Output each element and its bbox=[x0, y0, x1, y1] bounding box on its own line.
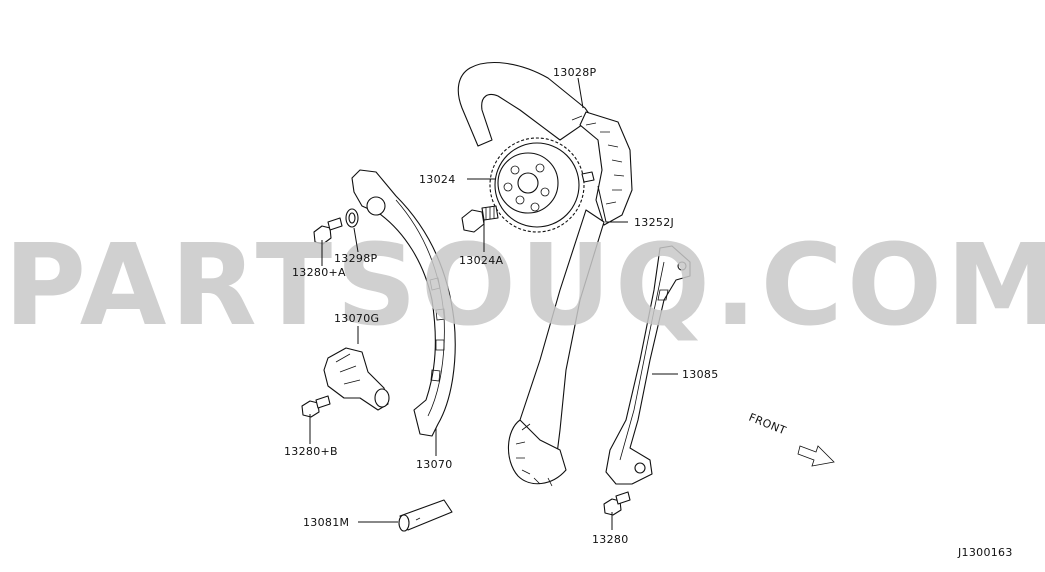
part-labels: 13028P 13024 13252J 13024A 13298P 13280+… bbox=[284, 66, 719, 546]
dowel-pin[interactable] bbox=[581, 171, 595, 183]
label-13028P[interactable]: 13028P bbox=[553, 66, 596, 79]
label-13070G[interactable]: 13070G bbox=[334, 312, 379, 325]
label-13280A[interactable]: 13280+A bbox=[292, 266, 346, 279]
label-13081M[interactable]: 13081M bbox=[303, 516, 349, 529]
bolt-13280-b[interactable] bbox=[301, 395, 331, 418]
front-label: FRONT bbox=[747, 411, 788, 438]
front-arrow-icon bbox=[797, 445, 835, 467]
label-13070[interactable]: 13070 bbox=[416, 458, 453, 471]
timing-chain[interactable] bbox=[457, 62, 633, 487]
sprocket-bolt[interactable] bbox=[461, 205, 499, 233]
bolt-13280[interactable] bbox=[603, 491, 631, 516]
front-indicator: FRONT bbox=[747, 411, 835, 467]
cam-sprocket[interactable] bbox=[489, 137, 585, 233]
washer[interactable] bbox=[345, 208, 359, 228]
tensioner-plug[interactable] bbox=[398, 499, 453, 532]
label-13085[interactable]: 13085 bbox=[682, 368, 719, 381]
chain-tensioner[interactable] bbox=[323, 347, 390, 411]
slack-guide[interactable] bbox=[605, 245, 691, 485]
watermark: PARTSOUQ.COM bbox=[4, 221, 1045, 351]
label-13024[interactable]: 13024 bbox=[419, 173, 456, 186]
leader-lines bbox=[309, 77, 678, 530]
label-13024A[interactable]: 13024A bbox=[459, 254, 503, 267]
diagram-code: J1300163 bbox=[957, 546, 1013, 559]
label-13280B[interactable]: 13280+B bbox=[284, 445, 338, 458]
label-13298P[interactable]: 13298P bbox=[334, 252, 377, 265]
label-13280[interactable]: 13280 bbox=[592, 533, 629, 546]
tension-guide[interactable] bbox=[351, 169, 456, 437]
bolt-13280-a[interactable] bbox=[313, 217, 343, 245]
label-13252J[interactable]: 13252J bbox=[634, 216, 674, 229]
